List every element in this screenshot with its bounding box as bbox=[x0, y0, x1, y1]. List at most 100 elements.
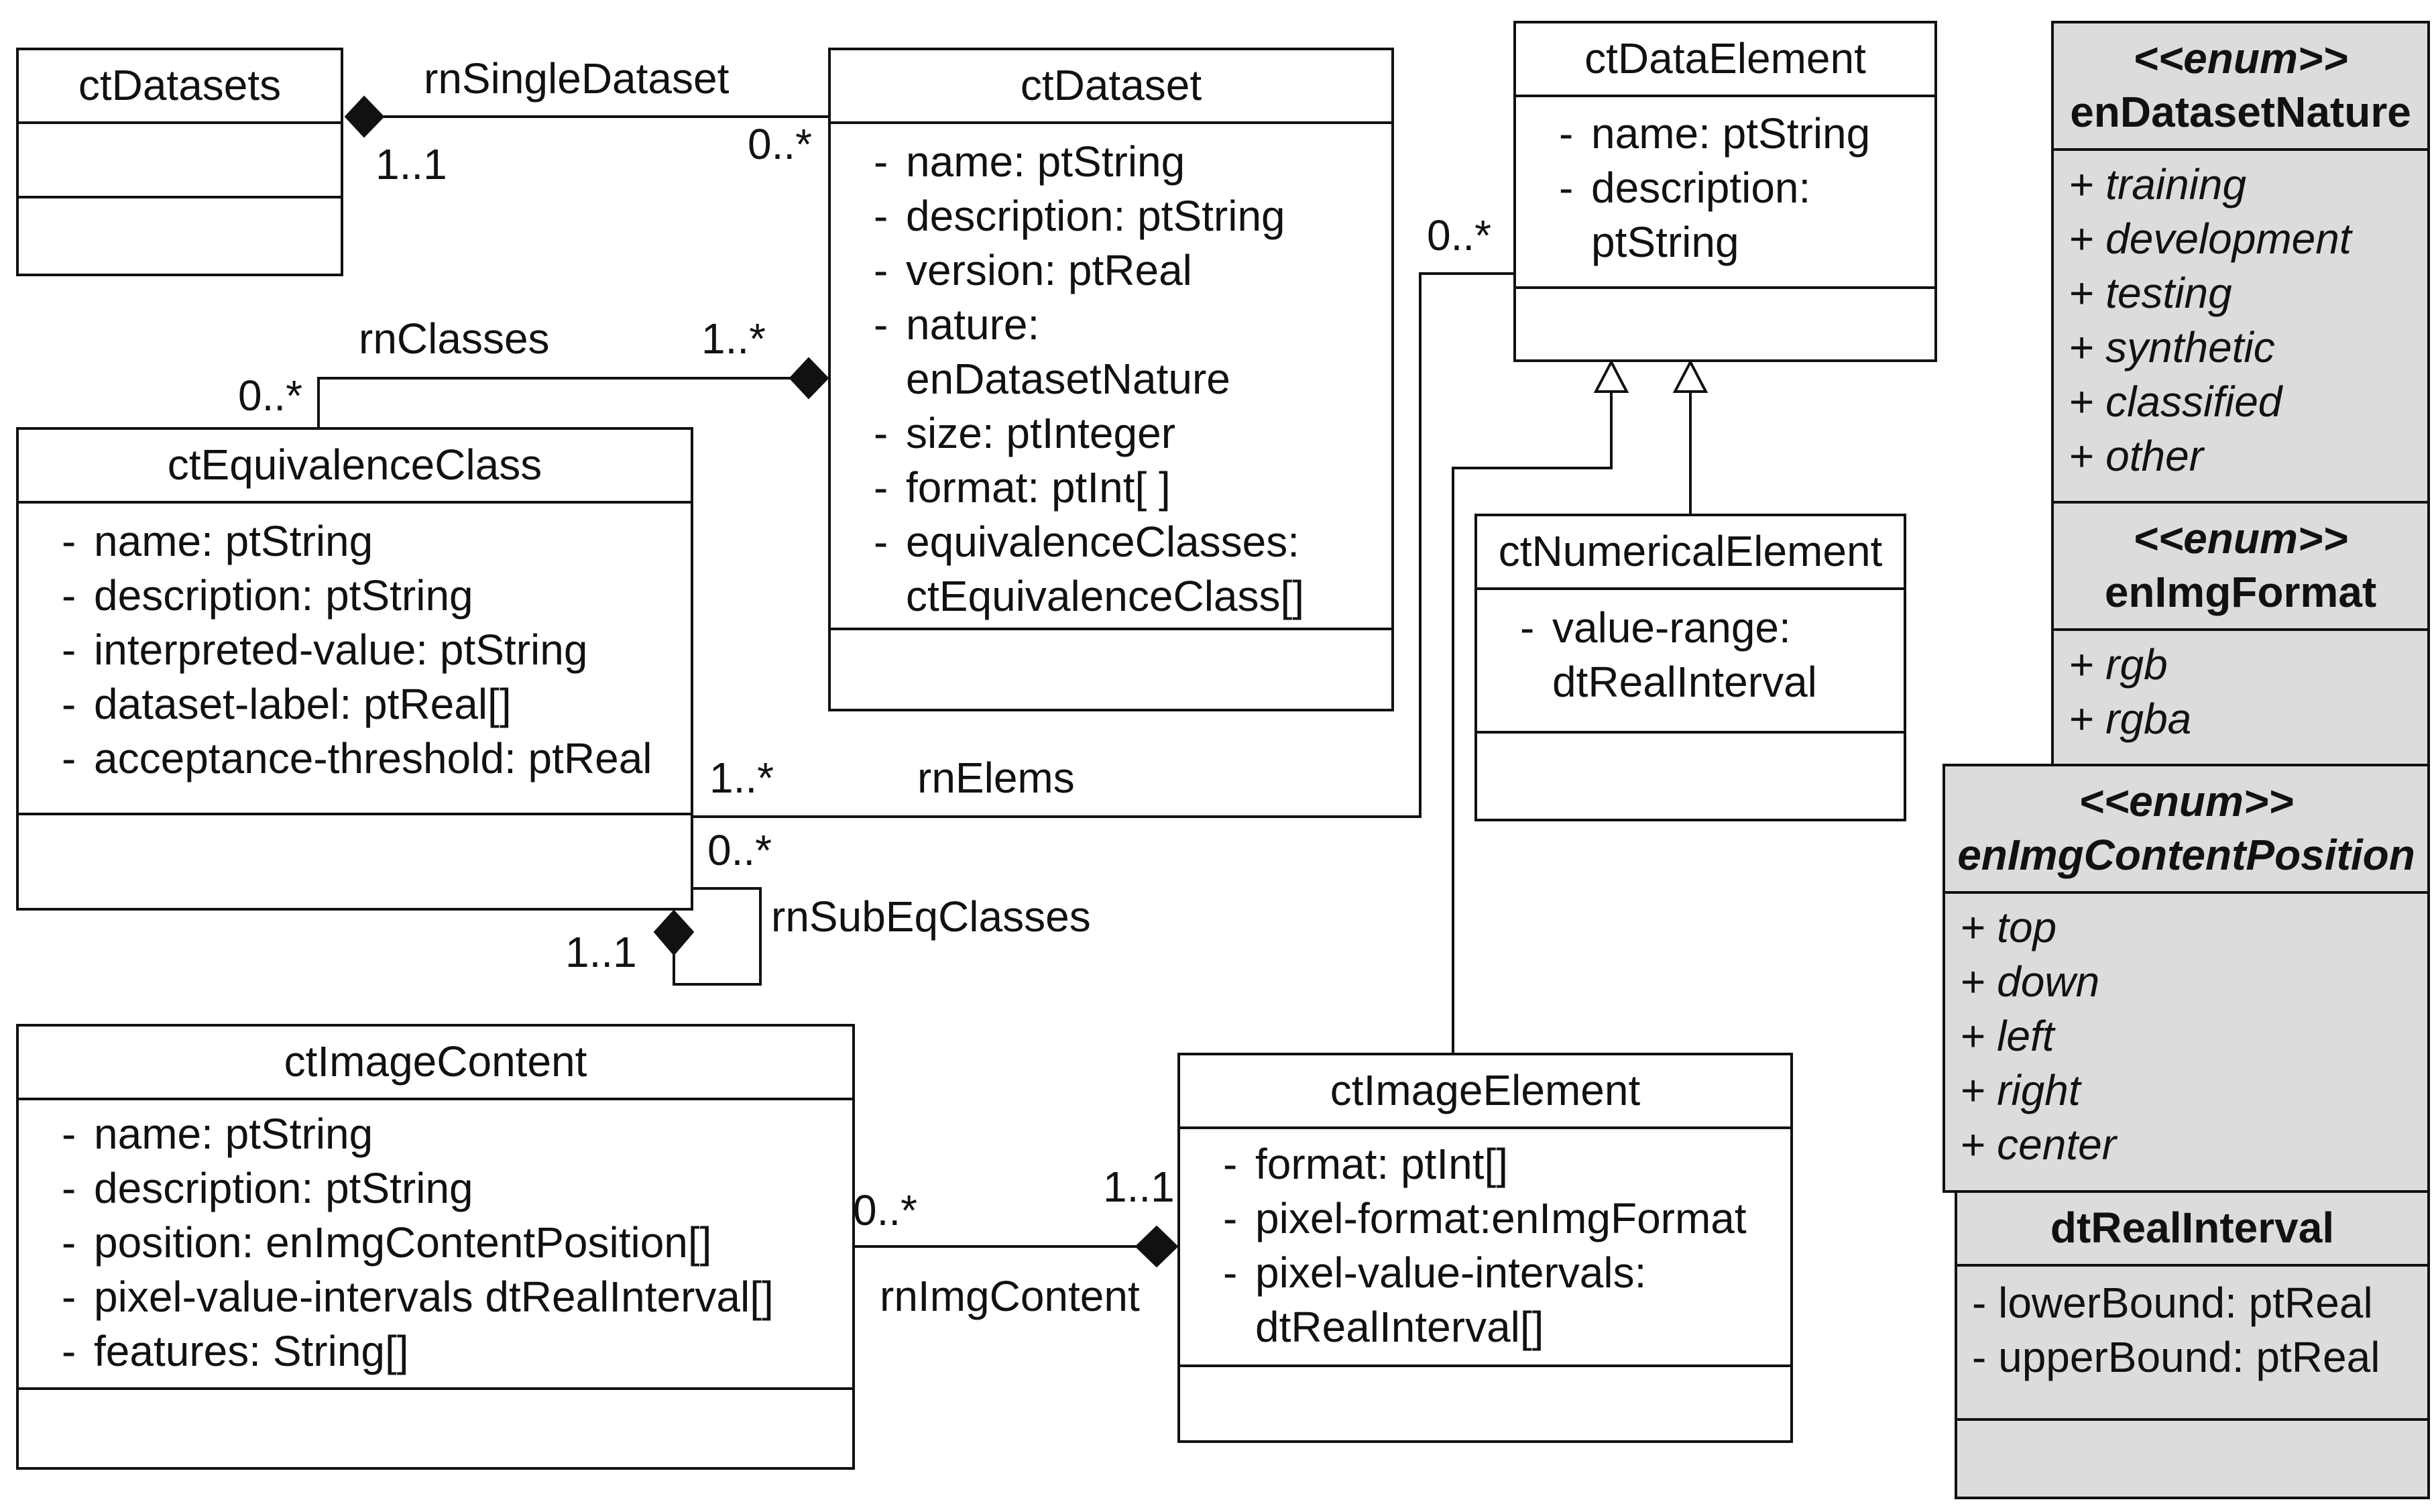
attribute: -name: ptString bbox=[1559, 109, 1871, 158]
multiplicity-label: 1..1 bbox=[1103, 1163, 1175, 1211]
attribute: -features: String[] bbox=[62, 1327, 409, 1375]
generalization-image-line bbox=[1452, 392, 1613, 1053]
enum-literal: + rgb bbox=[2069, 640, 2168, 689]
class-name: dtRealInterval bbox=[1957, 1193, 2427, 1267]
attribute: -interpreted-value: ptString bbox=[62, 626, 588, 674]
association-label-rnImgContent: rnImgContent bbox=[880, 1272, 1140, 1320]
attribute: -value-range: dtRealInterval bbox=[1520, 603, 1817, 706]
enum-name: enDatasetNature bbox=[2070, 88, 2411, 136]
composition-diamond-ctEquivalenceClass bbox=[653, 909, 695, 956]
attribute: -size: ptInteger bbox=[874, 409, 1175, 457]
class-name: ctNumericalElement bbox=[1477, 516, 1904, 590]
class-ctEquivalenceClass: ctEquivalenceClass -name: ptString -desc… bbox=[16, 427, 693, 911]
class-name: ctImageContent bbox=[19, 1027, 852, 1100]
multiplicity-label: 0..* bbox=[748, 120, 813, 168]
attribute: -description: ptString bbox=[874, 192, 1285, 240]
class-ctDataElement: ctDataElement -name: ptString -descripti… bbox=[1513, 21, 1937, 362]
enum-header: <<enum>> enImgFormat bbox=[2054, 504, 2427, 631]
composition-diamond-ctDatasets bbox=[344, 95, 385, 138]
enum-name: enImgContentPosition bbox=[1957, 831, 2415, 879]
attribute: -version: ptReal bbox=[874, 246, 1192, 294]
attribute: -pixel-format:enImgFormat bbox=[1223, 1194, 1747, 1242]
multiplicity-label: 0..* bbox=[707, 826, 772, 874]
literals-section: + training + development + testing + syn… bbox=[2054, 151, 2427, 500]
class-name: ctEquivalenceClass bbox=[19, 430, 691, 504]
generalization-triangle-image bbox=[1593, 359, 1629, 393]
attribute: -name: ptString bbox=[62, 517, 373, 565]
attribute: -description: ptString bbox=[62, 1164, 473, 1212]
multiplicity-label: 1..* bbox=[709, 754, 774, 802]
enum-literal: + synthetic bbox=[2069, 323, 2275, 371]
attributes-section: -name: ptString -description: ptString -… bbox=[19, 1100, 852, 1390]
attributes-section: -name: ptString -description: ptString -… bbox=[831, 124, 1391, 630]
multiplicity-label: 0..* bbox=[853, 1186, 918, 1234]
attribute: -format: ptInt[ ] bbox=[874, 463, 1171, 512]
attribute: - lowerBound: ptReal bbox=[1972, 1279, 2373, 1327]
attribute: - upperBound: ptReal bbox=[1972, 1333, 2380, 1381]
attributes-section: -value-range: dtRealInterval bbox=[1477, 590, 1904, 734]
rnSubEqClasses-line bbox=[673, 887, 762, 986]
enum-header: <<enum>> enDatasetNature bbox=[2054, 23, 2427, 151]
attribute: -format: ptInt[] bbox=[1223, 1140, 1509, 1188]
class-name: ctDataset bbox=[831, 50, 1391, 124]
attributes-section: - lowerBound: ptReal - upperBound: ptRea… bbox=[1957, 1267, 2427, 1421]
attributes-section: -name: ptString -description: ptString -… bbox=[19, 504, 691, 815]
association-label-rnSingleDataset: rnSingleDataset bbox=[424, 54, 730, 103]
enum-literal: + testing bbox=[2069, 269, 2232, 317]
class-name: ctDatasets bbox=[19, 50, 341, 124]
stereotype-label: <<enum>> bbox=[2133, 514, 2348, 563]
attributes-section: -format: ptInt[] -pixel-format:enImgForm… bbox=[1180, 1129, 1790, 1367]
stereotype-label: <<enum>> bbox=[2079, 777, 2294, 825]
enum-literal: + rgba bbox=[2069, 695, 2192, 743]
literals-section: + rgb + rgba bbox=[2054, 631, 2427, 746]
class-ctImageElement: ctImageElement -format: ptInt[] -pixel-f… bbox=[1177, 1053, 1793, 1443]
attribute: -pixel-value-intervals: dtRealInterval[] bbox=[1223, 1248, 1647, 1351]
attributes-section: -name: ptString -description: ptString bbox=[1516, 97, 1934, 289]
rnClasses-line bbox=[317, 377, 803, 427]
class-name: ctDataElement bbox=[1516, 23, 1934, 97]
class-ctImageContent: ctImageContent -name: ptString -descript… bbox=[16, 1024, 855, 1470]
association-label-rnClasses: rnClasses bbox=[359, 314, 550, 363]
rnElems-line bbox=[693, 272, 1513, 818]
generalization-triangle-numerical bbox=[1672, 359, 1708, 393]
multiplicity-label: 1..1 bbox=[375, 140, 447, 188]
datatype-name: dtRealInterval bbox=[2050, 1204, 2335, 1252]
attribute: -pixel-value-intervals dtRealInterval[] bbox=[62, 1273, 774, 1321]
enum-literal: + down bbox=[1960, 957, 2100, 1006]
attribute: -dataset-label: ptReal[] bbox=[62, 680, 512, 728]
composition-diamond-ctImageElement bbox=[1135, 1225, 1179, 1268]
enum-enImgFormat: <<enum>> enImgFormat + rgb + rgba bbox=[2051, 501, 2430, 769]
class-ctDataset: ctDataset -name: ptString -description: … bbox=[828, 48, 1394, 711]
attribute: -name: ptString bbox=[62, 1110, 373, 1158]
stereotype-label: <<enum>> bbox=[2133, 34, 2348, 82]
attribute: -name: ptString bbox=[874, 137, 1185, 186]
enum-literal: + right bbox=[1960, 1066, 2081, 1114]
literals-section: + top + down + left + right + center bbox=[1945, 894, 2427, 1172]
enum-literal: + top bbox=[1960, 903, 2057, 951]
attribute: -acceptance-threshold: ptReal bbox=[62, 734, 652, 782]
attribute: -description: ptString bbox=[62, 571, 473, 620]
enum-literal: + left bbox=[1960, 1012, 2054, 1060]
enum-enImgContentPosition: <<enum>> enImgContentPosition + top + do… bbox=[1943, 764, 2430, 1193]
association-label-rnElems: rnElems bbox=[917, 754, 1075, 802]
composition-diamond-ctDataset bbox=[789, 357, 829, 400]
enum-name: enImgFormat bbox=[2104, 568, 2377, 616]
class-ctDatasets: ctDatasets bbox=[16, 48, 343, 276]
attributes-section bbox=[19, 124, 341, 198]
multiplicity-label: 1..1 bbox=[565, 928, 637, 976]
association-label-rnSubEqClasses: rnSubEqClasses bbox=[771, 892, 1091, 941]
enum-literal: + other bbox=[2069, 432, 2204, 480]
multiplicity-label: 0..* bbox=[238, 371, 303, 420]
multiplicity-label: 1..* bbox=[701, 314, 766, 363]
class-name: ctImageElement bbox=[1180, 1055, 1790, 1129]
attribute: -equivalenceClasses: ctEquivalenceClass[… bbox=[874, 518, 1305, 620]
enum-header: <<enum>> enImgContentPosition bbox=[1945, 766, 2427, 894]
attribute: -nature: enDatasetNature bbox=[874, 300, 1230, 403]
attribute: -position: enImgContentPosition[] bbox=[62, 1218, 712, 1267]
enum-literal: + classified bbox=[2069, 377, 2282, 426]
operations-section bbox=[19, 198, 341, 272]
class-ctNumericalElement: ctNumericalElement -value-range: dtRealI… bbox=[1474, 514, 1906, 821]
datatype-dtRealInterval: dtRealInterval - lowerBound: ptReal - up… bbox=[1955, 1190, 2430, 1499]
